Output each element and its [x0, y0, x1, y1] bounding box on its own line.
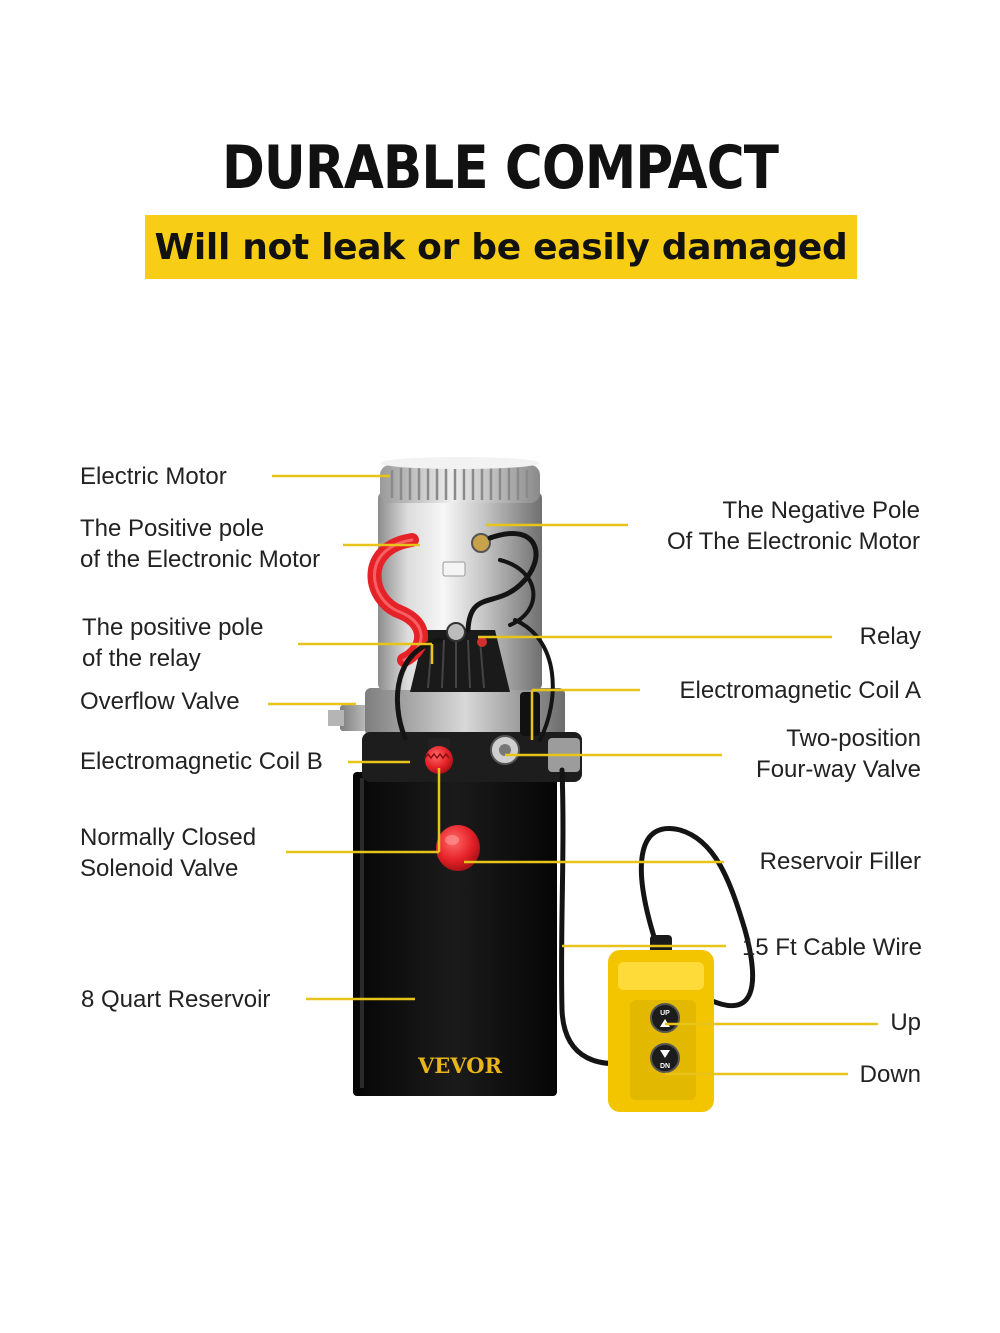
label-reservoir: 8 Quart Reservoir — [81, 986, 271, 1013]
label-four-way-valve: Two-position Four-way Valve — [756, 725, 921, 783]
up-button: UP — [650, 1003, 680, 1033]
solenoid-valve-knob — [424, 738, 453, 774]
label-positive-pole-relay: The positive pole of the relay — [82, 614, 264, 672]
reservoir-tank: VEVOR — [353, 772, 557, 1096]
down-button-text: DN — [660, 1063, 670, 1070]
label-relay: Relay — [859, 623, 921, 650]
label-solenoid-valve: Normally Closed Solenoid Valve — [80, 824, 257, 882]
label-down: Down — [859, 1061, 921, 1088]
leader-lines — [268, 474, 878, 1076]
label-overflow-valve: Overflow Valve — [80, 688, 240, 715]
label-negative-pole-motor: The Negative Pole Of The Electronic Moto… — [667, 497, 920, 555]
label-positive-pole-motor: The Positive pole of the Electronic Moto… — [80, 515, 321, 573]
label-up: Up — [890, 1009, 921, 1036]
subtitle-banner: Will not leak or be easily damaged — [145, 215, 857, 279]
vevor-logo: VEVOR — [417, 1053, 503, 1078]
label-electric-motor: Electric Motor — [80, 463, 227, 490]
subtitle-text: Will not leak or be easily damaged — [154, 226, 848, 268]
reservoir-filler-cap — [436, 825, 480, 871]
label-cable-wire: 15 Ft Cable Wire — [741, 934, 922, 961]
label-reservoir-filler: Reservoir Filler — [759, 848, 921, 875]
label-coil-a: Electromagnetic Coil A — [679, 677, 921, 704]
down-button: DN — [650, 1043, 680, 1073]
label-coil-b: Electromagnetic Coil B — [80, 748, 323, 775]
up-button-text: UP — [660, 1010, 670, 1017]
relay — [410, 622, 510, 692]
